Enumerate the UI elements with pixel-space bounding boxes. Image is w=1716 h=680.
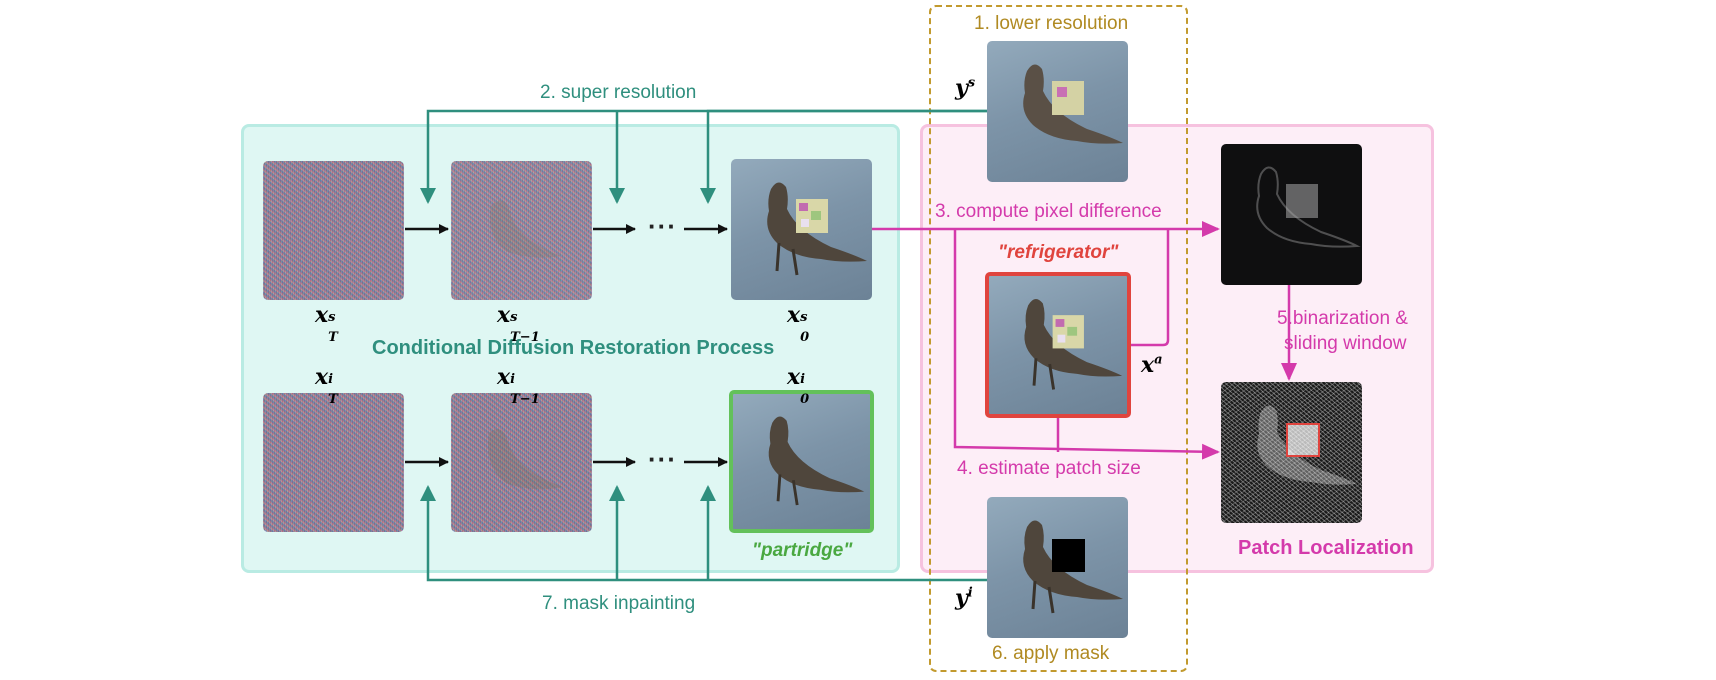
partridge-with-patch-drawing — [767, 182, 867, 276]
step-mask-inpainting: 7. mask inpainting — [542, 593, 696, 614]
restored-image-xi-0 — [729, 390, 874, 533]
restored-class-label: "partridge" — [752, 540, 853, 561]
symbol-base: x — [787, 302, 801, 328]
symbol-subscript: 0 — [800, 392, 810, 407]
ellipsis-top: ··· — [648, 211, 677, 241]
binarized-localization-map — [1221, 382, 1362, 523]
symbol-superscript: i — [328, 372, 334, 387]
masked-image-yi — [987, 497, 1128, 638]
noise-image-xs-T — [263, 161, 404, 300]
symbol-yi: yi — [955, 585, 973, 611]
ellipsis-bottom: ··· — [648, 444, 677, 474]
symbol-base: x — [1141, 352, 1155, 378]
step-apply-mask: 6. apply mask — [992, 643, 1110, 664]
step-binarization-line1: 5.binarization & — [1277, 308, 1408, 329]
symbol-base: y — [955, 75, 968, 101]
step-super-resolution: 2. super resolution — [540, 82, 697, 103]
symbol-superscript: s — [510, 310, 518, 325]
symbol-ys: ys — [955, 75, 975, 101]
noise-image-xs-T-1 — [451, 161, 592, 300]
symbol-base: x — [787, 364, 801, 390]
blurry-partridge-drawing — [1023, 64, 1123, 144]
symbol-superscript: i — [510, 372, 516, 387]
noise-image-xi-T — [263, 393, 404, 532]
faint-bird-silhouette — [488, 429, 563, 490]
symbol-base: x — [315, 364, 329, 390]
adversarial-class-label: "refrigerator" — [998, 242, 1119, 263]
noise-image-xi-T-1 — [451, 393, 592, 532]
step-lower-resolution: 1. lower resolution — [974, 13, 1129, 34]
symbol-superscript: i — [800, 372, 806, 387]
symbol-superscript: s — [328, 310, 336, 325]
symbol-subscript: 0 — [800, 330, 810, 345]
symbol-subscript: T−1 — [510, 330, 540, 345]
symbol-base: x — [497, 302, 511, 328]
partridge-with-black-mask-drawing — [1023, 520, 1123, 614]
faint-bird-silhouette — [490, 200, 561, 258]
localization-panel-title: Patch Localization — [1238, 537, 1414, 559]
symbol-xa: xa — [1141, 352, 1163, 378]
symbol-superscript: a — [1154, 352, 1163, 368]
pixel-difference-map — [1221, 144, 1362, 285]
symbol-base: y — [955, 585, 968, 611]
symbol-superscript: s — [967, 75, 976, 91]
localized-patch-drawing — [1257, 405, 1357, 485]
symbol-superscript: i — [967, 585, 973, 601]
partridge-drawing — [768, 416, 865, 506]
low-resolution-image-ys — [987, 41, 1128, 182]
step-compute-pixel-difference: 3. compute pixel difference — [935, 201, 1162, 222]
dashed-operations-box — [929, 5, 1188, 672]
symbol-subscript: T — [328, 330, 338, 345]
step-estimate-patch-size: 4. estimate patch size — [957, 458, 1141, 479]
symbol-base: x — [315, 302, 329, 328]
restored-image-xs-0 — [731, 159, 872, 300]
diffusion-panel-title: Conditional Diffusion Restoration Proces… — [372, 337, 775, 359]
symbol-subscript: T−1 — [510, 392, 540, 407]
symbol-superscript: s — [800, 310, 808, 325]
step-binarization-line2: sliding window — [1284, 333, 1407, 354]
difference-outline-drawing — [1256, 166, 1361, 248]
symbol-subscript: T — [328, 392, 338, 407]
symbol-base: x — [497, 364, 511, 390]
